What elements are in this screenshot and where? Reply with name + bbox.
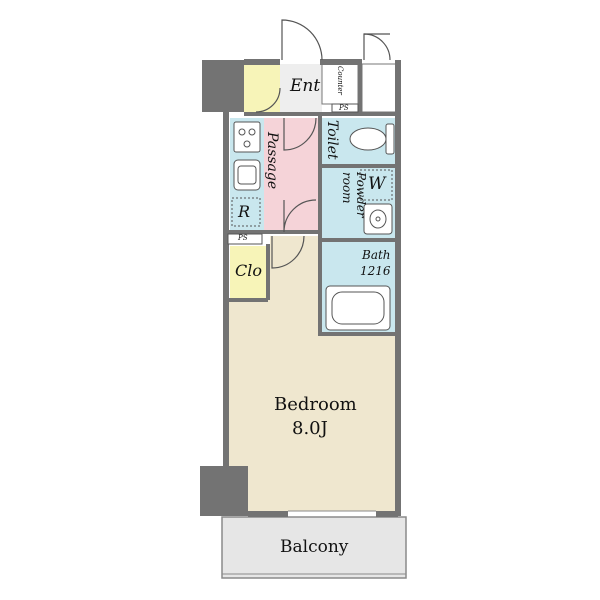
bathtub	[325, 285, 391, 331]
entrance-floor	[280, 64, 322, 112]
toilet-fixture	[349, 123, 395, 155]
washer-label: W	[368, 174, 386, 194]
bedroom-upper-area	[270, 236, 320, 302]
passage-doors	[255, 87, 317, 269]
entrance-door	[281, 19, 391, 61]
storage-top-right	[361, 63, 397, 113]
counter-label: Counter	[336, 66, 344, 95]
bath-label: Bath	[362, 248, 391, 262]
passage-area	[264, 118, 320, 232]
toilet-label: Toilet	[324, 120, 340, 160]
entrance-area	[244, 64, 280, 112]
kitchen-fixtures	[231, 121, 261, 227]
passage-label: Passage	[264, 132, 280, 190]
powder-fixtures	[359, 169, 393, 235]
inner-walls	[228, 62, 398, 336]
ps-boxes	[227, 103, 359, 245]
wall-block	[200, 466, 248, 516]
powder-room-label: Powder room	[340, 172, 368, 218]
closet-label: Clo	[235, 261, 262, 280]
balcony-area	[221, 516, 407, 579]
balcony-label: Balcony	[280, 537, 349, 557]
ps-top-label: PS	[339, 104, 349, 112]
window-frames	[222, 510, 406, 575]
entrance-label: Ent	[290, 76, 321, 96]
bath-size-label: 1216	[360, 264, 391, 278]
outer-walls	[223, 59, 401, 517]
closet-area	[230, 246, 268, 298]
refrigerator-label: R	[238, 202, 251, 221]
wall-block	[202, 60, 244, 112]
bedroom-label: Bedroom	[274, 394, 357, 415]
ps-mid-label: PS	[238, 234, 248, 242]
bedroom-size-label: 8.0J	[292, 418, 328, 439]
